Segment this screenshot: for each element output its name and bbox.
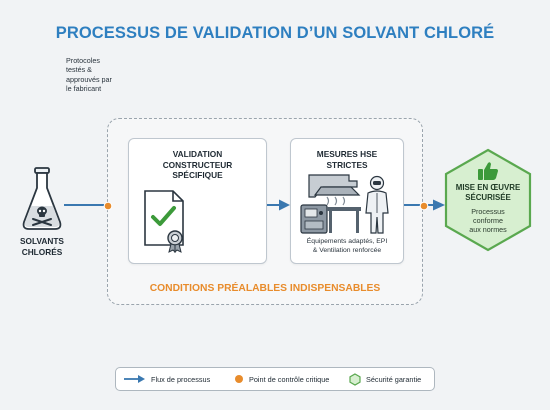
- certified-document-icon: [144, 190, 184, 253]
- secured-hexagon: [444, 148, 532, 252]
- ventilation-equipment-icon: [300, 174, 389, 234]
- legend-label-guarantee: Sécurité garantie: [366, 374, 422, 384]
- hse-card: MESURES HSE STRICTES: [290, 138, 404, 264]
- legend-item-checkpoint: Point de contrôle critique: [234, 368, 329, 390]
- thumbs-up-icon: [478, 162, 498, 180]
- checkpoint-marker-2: [419, 201, 429, 211]
- toxic-flask-icon: [22, 167, 62, 230]
- validation-card: VALIDATION CONSTRUCTEUR SPÉCIFIQUE: [128, 138, 267, 264]
- result-description: Processus conforme aux normes: [469, 207, 507, 235]
- legend-item-flow: Flux de processus: [124, 368, 210, 390]
- checkpoint-legend-icon: [235, 375, 243, 383]
- legend-item-guarantee: Sécurité garantie: [349, 368, 421, 390]
- hexagon-legend-icon: [349, 372, 361, 386]
- conditions-label: CONDITIONS PRÉALABLES INDISPENSABLES: [149, 283, 381, 294]
- flow-arrow-legend-icon: [124, 375, 145, 383]
- validation-description: Protocoles testés & approuvés par le fab…: [66, 56, 112, 94]
- legend-label-checkpoint: Point de contrôle critique: [249, 374, 330, 384]
- hse-title: MESURES HSE STRICTES: [316, 149, 378, 170]
- validation-title: VALIDATION CONSTRUCTEUR SPÉCIFIQUE: [162, 149, 233, 180]
- hse-description: Équipements adaptés, EPI & Ventilation r…: [306, 238, 388, 254]
- flow-arrow-2: [267, 199, 290, 211]
- checkpoint-marker-1: [103, 201, 113, 211]
- page-title: PROCESSUS DE VALIDATION D’UN SOLVANT CHL…: [55, 24, 495, 42]
- legend: Flux de processus Point de contrôle crit…: [115, 367, 435, 391]
- result-title: MISE EN ŒUVRE SÉCURISÉE: [455, 183, 521, 202]
- legend-label-flow: Flux de processus: [151, 374, 211, 384]
- solvants-label: SOLVANTS CHLORÉS: [20, 236, 64, 257]
- flow-arrow-3: [404, 199, 445, 211]
